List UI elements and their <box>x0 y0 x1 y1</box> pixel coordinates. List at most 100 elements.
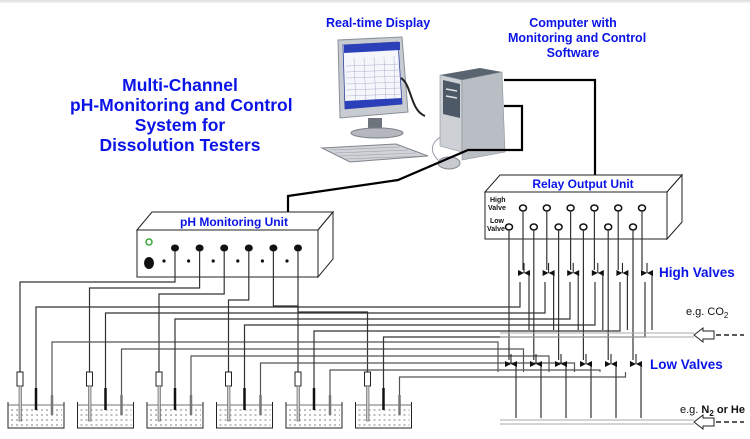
relay-low-port-icon <box>628 223 638 231</box>
high-gas-line <box>243 282 596 388</box>
valve-right <box>548 270 555 276</box>
relay-low-label-1: Low <box>490 218 505 225</box>
gas-formula: CO <box>707 306 724 318</box>
valve-left <box>641 270 647 276</box>
inlet-arrow-icon <box>693 413 715 431</box>
gas-alt: or He <box>713 404 745 416</box>
gas-co2-label: e.g. CO2 <box>686 306 728 320</box>
ph-monitoring-unit: pH Monitoring Unit <box>135 210 335 279</box>
valve-right <box>561 361 567 367</box>
ph-probe-stem <box>18 385 22 422</box>
valve-left <box>591 270 598 276</box>
ph-probe-stem <box>296 385 300 422</box>
low-valve-icon <box>505 354 517 367</box>
relay-high-port-icon <box>637 204 647 212</box>
low-valve-icon <box>580 354 592 367</box>
valve-left <box>630 361 636 367</box>
low-valve-icon <box>530 354 542 367</box>
relay-high-port-icon <box>566 204 575 212</box>
low-gas-pipe <box>500 413 744 431</box>
high-gas-pipe <box>500 326 744 344</box>
ph-probe-icon <box>155 371 163 387</box>
low-gas-line <box>190 355 550 395</box>
low-gas-line <box>120 348 525 395</box>
ph-probe-wire <box>19 251 176 372</box>
inlet-arrow-icon <box>693 326 715 344</box>
gas-prefix: e.g. <box>686 306 708 318</box>
ph-probe-icon <box>225 371 232 387</box>
relay-unit-label: Relay Output Unit <box>532 177 633 191</box>
valve-right <box>647 270 653 276</box>
high-valve-icon <box>591 263 604 276</box>
ph-ref-port-icon <box>211 259 215 263</box>
low-valve-icon <box>555 354 567 367</box>
relay-high-port-icon <box>542 204 552 212</box>
high-gas-line <box>313 282 621 388</box>
ph-probe-port-icon <box>294 244 302 252</box>
title-line-1: Multi-Channel <box>122 75 238 95</box>
ph-probe-icon <box>16 371 24 387</box>
relay-low-port-icon <box>529 223 539 231</box>
diagram-title: Multi-Channel pH-Monitoring and Control … <box>70 75 293 155</box>
ph-probe-icon <box>364 371 371 387</box>
ph-ref-port-icon <box>260 259 264 263</box>
relay-low-port-icon <box>554 223 563 231</box>
valve-left <box>616 270 623 276</box>
computer-label-line-3: Software <box>546 46 600 60</box>
low-gas-line <box>398 372 627 395</box>
high-valve-icon <box>616 263 629 276</box>
valve-right <box>524 270 530 276</box>
vessel-wall <box>146 402 204 429</box>
high-gas-line <box>104 282 546 388</box>
vessel <box>146 371 204 429</box>
low-valve-icon <box>630 354 642 367</box>
ph-unit-label: pH Monitoring Unit <box>180 215 288 229</box>
title-line-2: pH-Monitoring and Control <box>70 95 293 115</box>
ph-probe-port-icon <box>269 244 278 252</box>
ph-probe-wire <box>272 251 299 372</box>
ph-ref-port-icon <box>285 259 289 263</box>
vessel-wall <box>77 402 134 429</box>
high-gas-line <box>35 282 521 388</box>
gas-pipes <box>500 326 744 431</box>
ph-ref-port-icon <box>187 259 191 263</box>
power-led-icon <box>145 238 153 246</box>
ph-probe-stem <box>88 385 92 422</box>
wiring <box>19 211 653 418</box>
gas-formula: N <box>701 404 710 416</box>
low-gas-line <box>329 369 601 395</box>
computer-label-line-2: Monitoring and Control <box>508 31 647 45</box>
monitor-icon <box>337 36 409 139</box>
valves <box>505 263 653 367</box>
valve-left <box>542 270 549 276</box>
low-gas-line <box>259 362 576 395</box>
valve-right <box>636 361 642 367</box>
ph-probe-port-icon <box>195 244 204 252</box>
ph-probe-wire <box>227 251 250 372</box>
valve-left <box>530 361 536 367</box>
computer-tower-icon <box>439 68 506 161</box>
valve-right <box>611 361 617 367</box>
valve-right <box>511 361 517 367</box>
power-knob-icon <box>144 257 154 269</box>
valve-left <box>580 361 586 367</box>
relay-high-label-2: Valve <box>488 205 506 212</box>
relay-low-port-icon <box>603 223 613 231</box>
ph-probe-port-icon <box>171 244 179 252</box>
low-valve-icon <box>605 354 617 367</box>
ph-probe-stem <box>227 385 231 422</box>
ph-probe-wire <box>158 251 225 372</box>
valve-left <box>518 270 524 276</box>
vessel <box>285 371 343 429</box>
dissolution-vessels <box>7 371 412 429</box>
valve-right <box>586 361 592 367</box>
relay-output-unit: Relay Output Unit High Valve Low Valve <box>483 173 684 241</box>
keyboard-keys <box>329 146 423 160</box>
low-gas-line <box>51 341 499 395</box>
high-valve-icon <box>542 263 555 276</box>
vessel-wall <box>285 402 343 429</box>
valve-right <box>597 270 604 276</box>
relay-high-port-icon <box>518 204 528 212</box>
gas-subscript: 2 <box>709 409 714 419</box>
